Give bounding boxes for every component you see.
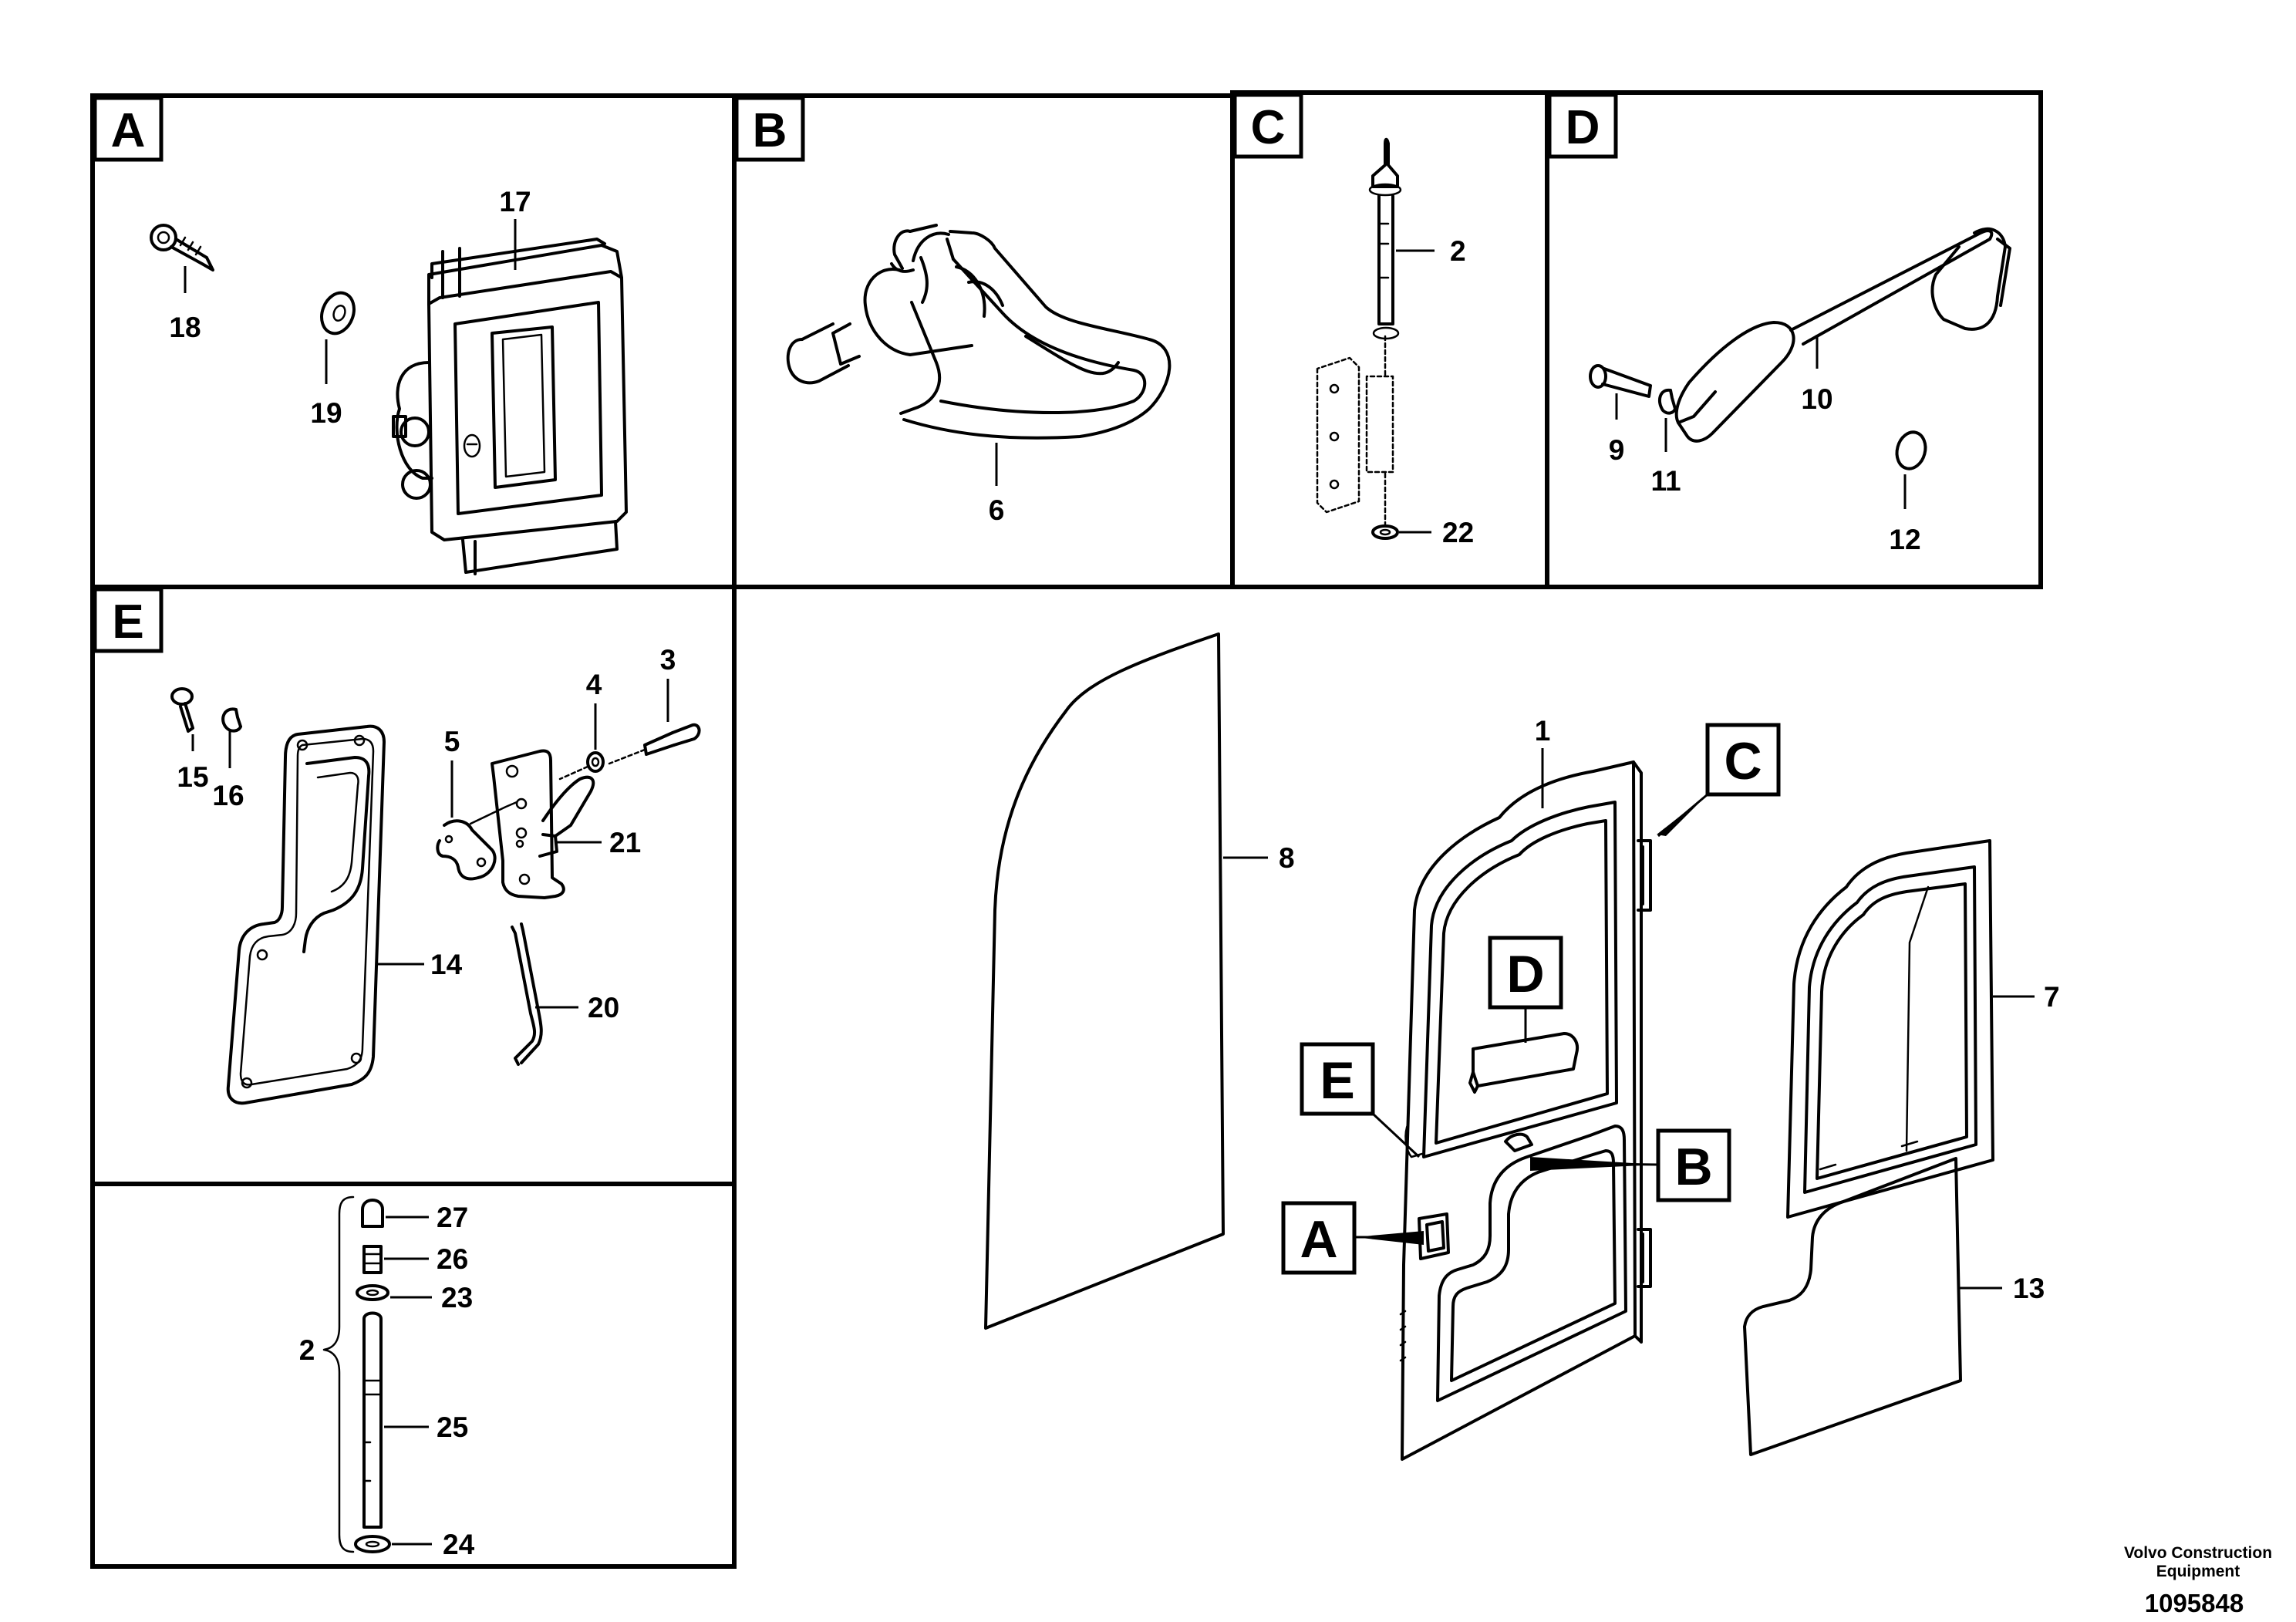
part-number: 23: [441, 1282, 473, 1313]
bolt-3-drawing: [608, 723, 701, 765]
washer-19-drawing: [320, 291, 356, 336]
panel-a-label: A: [93, 96, 164, 162]
pin-2-drawing: [1368, 137, 1402, 340]
panel-c-label: C: [1232, 93, 1303, 159]
svg-text:A: A: [111, 104, 146, 157]
part-number: 18: [169, 312, 201, 343]
part-number: 11: [1650, 465, 1681, 497]
rod-20-drawing: [511, 922, 543, 1066]
handle-6-drawing: [786, 224, 1172, 440]
part-number: 10: [1801, 383, 1832, 415]
part-number: 19: [310, 397, 342, 429]
callout-c: C: [1657, 723, 1781, 838]
panel-d-label: D: [1547, 93, 1618, 159]
grab-handle-10-drawing: [1674, 227, 2011, 443]
lever-5-drawing: [436, 801, 518, 881]
svg-text:C: C: [1724, 732, 1762, 791]
company-name-line1: Volvo Construction: [2124, 1544, 2272, 1562]
svg-text:B: B: [753, 104, 787, 157]
part-number: 15: [177, 761, 208, 793]
washer-4-drawing: [558, 751, 605, 781]
part-number: 22: [1442, 517, 1474, 548]
bolt-9-drawing: [1589, 364, 1652, 398]
part-number: 4: [586, 669, 602, 700]
part-number: 25: [437, 1411, 468, 1443]
panel-e-label: E: [93, 587, 164, 653]
callout-b: B: [1529, 1128, 1731, 1202]
door-handle-17-drawing: [392, 238, 628, 575]
window-glass-8-drawing: [984, 632, 1225, 1330]
callout-a: A: [1281, 1201, 1424, 1275]
part-number: 26: [437, 1243, 468, 1275]
panel-b-label: B: [734, 96, 805, 162]
part-number: 8: [1279, 842, 1295, 874]
hinge-drawing: [1316, 335, 1394, 526]
part-number: 2: [299, 1334, 315, 1366]
svg-text:C: C: [1251, 101, 1286, 154]
company-name-line2: Equipment: [2156, 1563, 2240, 1580]
svg-text:E: E: [112, 595, 143, 649]
screw-18-drawing: [150, 224, 214, 271]
part-number: 14: [430, 949, 463, 980]
washer-16-drawing: [221, 707, 242, 733]
cover-plate-14-drawing: [226, 724, 386, 1105]
part-number: 20: [588, 992, 619, 1023]
screw-15-drawing: [170, 687, 194, 733]
part-number: 27: [437, 1202, 468, 1233]
part-number: 13: [2013, 1273, 2045, 1304]
panel-d-frame: [1545, 90, 2043, 589]
cap-12-drawing: [1895, 430, 1927, 470]
part-number: 16: [212, 780, 244, 811]
panel-e-frame: [90, 585, 737, 1186]
washer-11-drawing: [1657, 388, 1677, 415]
part-number: 5: [444, 726, 460, 757]
drawing-number: 1095848: [2145, 1589, 2244, 1617]
panel-13-drawing: [1743, 1157, 1962, 1456]
part-number: 24: [443, 1529, 475, 1560]
part-number: 3: [660, 644, 676, 676]
pin-assembly-drawing: [322, 1195, 391, 1553]
panel-sub-frame: [90, 1182, 737, 1569]
door-1-drawing: [1399, 760, 1652, 1461]
latch-plate-drawing: [491, 749, 595, 899]
callout-e: E: [1300, 1042, 1421, 1158]
window-frame-7-drawing: [1786, 839, 1994, 1219]
part-number: 21: [609, 827, 641, 858]
part-number: 2: [1450, 235, 1466, 267]
washer-22-drawing: [1371, 524, 1399, 540]
part-number: 12: [1889, 524, 1920, 555]
part-number: 7: [2044, 981, 2060, 1013]
svg-text:A: A: [1300, 1210, 1337, 1269]
svg-text:D: D: [1506, 945, 1544, 1003]
part-number: 1: [1535, 715, 1551, 747]
part-number: 17: [499, 186, 531, 218]
part-number: 6: [989, 494, 1005, 526]
callout-d: D: [1488, 936, 1563, 1043]
svg-text:B: B: [1674, 1138, 1712, 1196]
part-number: 9: [1609, 434, 1625, 466]
svg-text:D: D: [1566, 101, 1600, 154]
svg-text:E: E: [1320, 1051, 1354, 1110]
